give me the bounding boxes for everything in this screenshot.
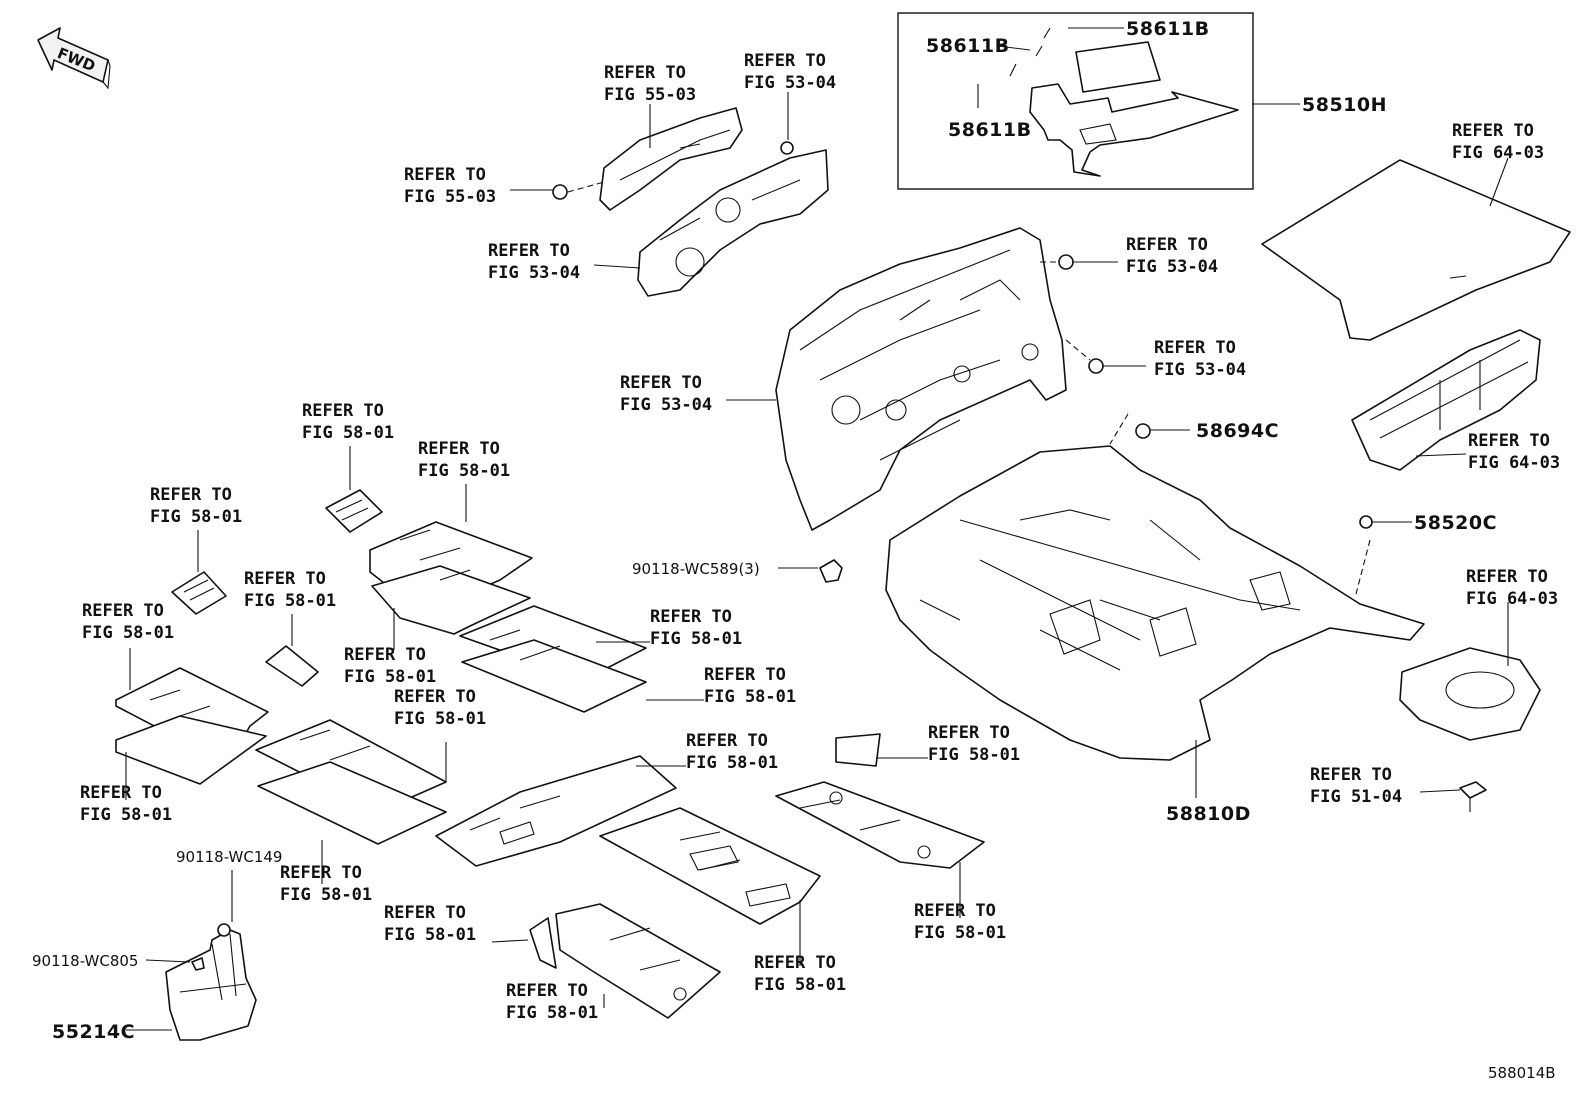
refer-fig5801-c-2: FIG 58-01 [150, 507, 242, 527]
refer-fig5304-r1-1: REFER TO [1126, 235, 1208, 255]
refer-fig5801-a-2: FIG 58-01 [302, 423, 394, 443]
refer-fig5503-left-2: FIG 55-03 [404, 187, 496, 207]
refer-fig5801-n-2: FIG 58-01 [914, 923, 1006, 943]
carpet-set-box: 58510H 58611B 58611B 58611B [897, 12, 1387, 190]
label-58810D: 58810D [1166, 803, 1251, 825]
refer-fig6403-box-2: FIG 64-03 [1468, 453, 1560, 473]
refer-fig5304-top-2: FIG 53-04 [744, 73, 836, 93]
refer-fig5801-g-2: FIG 58-01 [650, 629, 742, 649]
refer-fig5503-top-2: FIG 55-03 [604, 85, 696, 105]
refer-fig5801-b-2: FIG 58-01 [418, 461, 510, 481]
refer-fig5801-i-2: FIG 58-01 [394, 709, 486, 729]
label-58611B-a: 58611B [1126, 18, 1210, 40]
refer-fig5104-1: REFER TO [1310, 765, 1392, 785]
refer-fig5801-c-1: REFER TO [150, 485, 232, 505]
refer-fig5304-dash-1: REFER TO [488, 241, 570, 261]
fwd-arrow-icon: FWD [37, 27, 111, 90]
refer-fig5801-m-2: FIG 58-01 [280, 885, 372, 905]
refer-fig5304-top-1: REFER TO [744, 51, 826, 71]
refer-fig5304-r2-2: FIG 53-04 [1154, 360, 1246, 380]
refer-fig5304-r1-2: FIG 53-04 [1126, 257, 1218, 277]
label-90118-WC149: 90118-WC149 [176, 848, 282, 866]
refer-fig5801-g-1: REFER TO [650, 607, 732, 627]
refer-fig5503-left-1: REFER TO [404, 165, 486, 185]
label-58694C: 58694C [1196, 420, 1279, 442]
diagram-id: 588014B [1488, 1064, 1556, 1082]
refer-fig5801-o-1: REFER TO [384, 903, 466, 923]
refer-fig5801-q-2: FIG 58-01 [506, 1003, 598, 1023]
refer-fig5304-body-2: FIG 53-04 [620, 395, 712, 415]
dash-insulator-upper [510, 92, 829, 297]
label-58520C: 58520C [1414, 512, 1497, 534]
refer-fig5503-top-1: REFER TO [604, 63, 686, 83]
refer-fig5801-m-1: REFER TO [280, 863, 362, 883]
refer-fig5801-d-1: REFER TO [244, 569, 326, 589]
refer-fig5801-k-2: FIG 58-01 [80, 805, 172, 825]
luggage-mat [1261, 157, 1571, 341]
duct-55214C [126, 870, 257, 1041]
label-58611B-c: 58611B [948, 119, 1032, 141]
refer-fig5801-e-2: FIG 58-01 [82, 623, 174, 643]
label-58510H: 58510H [1302, 94, 1387, 116]
refer-fig6403-tray-1: REFER TO [1466, 567, 1548, 587]
refer-fig5801-a-1: REFER TO [302, 401, 384, 421]
label-90118-WC805: 90118-WC805 [32, 952, 138, 970]
refer-fig5801-d-2: FIG 58-01 [244, 591, 336, 611]
refer-fig6403-box-1: REFER TO [1468, 431, 1550, 451]
label-55214C: 55214C [52, 1021, 135, 1043]
refer-fig5801-f-2: FIG 58-01 [344, 667, 436, 687]
refer-fig6403-mat-2: FIG 64-03 [1452, 143, 1544, 163]
refer-fig5801-h-2: FIG 58-01 [704, 687, 796, 707]
refer-fig5304-dash-2: FIG 53-04 [488, 263, 580, 283]
refer-fig6403-mat-1: REFER TO [1452, 121, 1534, 141]
refer-fig6403-tray-2: FIG 64-03 [1466, 589, 1558, 609]
spare-tire-tray [1399, 602, 1541, 812]
refer-fig5304-body-1: REFER TO [620, 373, 702, 393]
silencer-leaders [125, 446, 961, 1008]
refer-fig5801-n-1: REFER TO [914, 901, 996, 921]
dash-panel [726, 227, 1146, 531]
refer-fig5801-e-1: REFER TO [82, 601, 164, 621]
refer-fig5801-p-1: REFER TO [754, 953, 836, 973]
refer-fig5801-b-1: REFER TO [418, 439, 500, 459]
silencer-labels: REFER TO FIG 58-01 REFER TO FIG 58-01 RE… [80, 401, 1020, 1023]
refer-fig5801-q-1: REFER TO [506, 981, 588, 1001]
refer-fig5304-r2-1: REFER TO [1154, 338, 1236, 358]
refer-fig5801-j-2: FIG 58-01 [686, 753, 778, 773]
refer-fig5801-l-1: REFER TO [928, 723, 1010, 743]
luggage-box [1351, 329, 1541, 471]
floor-carpet [778, 413, 1425, 798]
label-58611B-b: 58611B [926, 35, 1010, 57]
refer-fig5801-p-2: FIG 58-01 [754, 975, 846, 995]
silencer-pads [115, 489, 985, 1019]
refer-fig5801-j-1: REFER TO [686, 731, 768, 751]
refer-fig5104-2: FIG 51-04 [1310, 787, 1402, 807]
refer-fig5801-k-1: REFER TO [80, 783, 162, 803]
refer-fig5801-o-2: FIG 58-01 [384, 925, 476, 945]
refer-fig5801-i-1: REFER TO [394, 687, 476, 707]
refer-fig5801-h-1: REFER TO [704, 665, 786, 685]
refer-fig5801-l-2: FIG 58-01 [928, 745, 1020, 765]
refer-fig5801-f-1: REFER TO [344, 645, 426, 665]
label-90118-WC589: 90118-WC589(3) [632, 560, 760, 578]
